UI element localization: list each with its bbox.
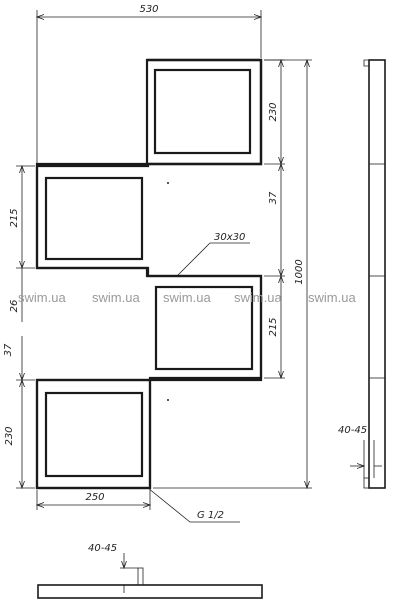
side-view-body <box>368 59 386 489</box>
top-frame-window <box>153 68 252 155</box>
watermark-text: swim.ua <box>92 290 140 305</box>
tube-section-label: 30x30 <box>214 232 245 243</box>
dim-right-frame-label: 215 <box>268 317 279 336</box>
mount-point <box>167 182 169 184</box>
side-view-connector <box>363 477 370 489</box>
dim-width-label: 530 <box>139 4 158 15</box>
leader-connection <box>147 487 240 523</box>
dim-top-frame-label: 230 <box>268 102 279 121</box>
dim-bottom-frame-label: 230 <box>4 426 15 445</box>
dim-height-label: 1000 <box>294 259 305 284</box>
watermark-text: swim.ua <box>308 290 356 305</box>
dim-gap-bottom-label: 37 <box>3 343 14 356</box>
dim-side-label: 40-45 <box>338 425 367 436</box>
mount-point <box>167 399 169 401</box>
bottom-frame-window <box>44 391 144 478</box>
watermark-text: swim.ua <box>163 290 211 305</box>
rail-outer-silhouette <box>145 58 263 166</box>
dim-gap-top-label: 37 <box>268 191 279 204</box>
side-view-bracket <box>363 59 369 67</box>
leader-tube-section <box>176 242 250 277</box>
bottom-view-connector <box>137 567 144 586</box>
connection-label: G 1/2 <box>197 510 224 521</box>
right-frame-window <box>154 285 254 371</box>
watermark-text: swim.ua <box>234 290 282 305</box>
dim-left-frame-label: 215 <box>9 208 20 227</box>
dim-mid-gap-label: 26 <box>9 300 20 313</box>
dim-bottom-view-label: 40-45 <box>88 543 117 554</box>
left-frame-window <box>44 176 144 261</box>
rail-silhouette <box>35 58 263 490</box>
watermark-text: swim.ua <box>18 290 66 305</box>
bottom-view-body <box>37 584 263 599</box>
dim-bottom-width-label: 250 <box>85 492 104 503</box>
